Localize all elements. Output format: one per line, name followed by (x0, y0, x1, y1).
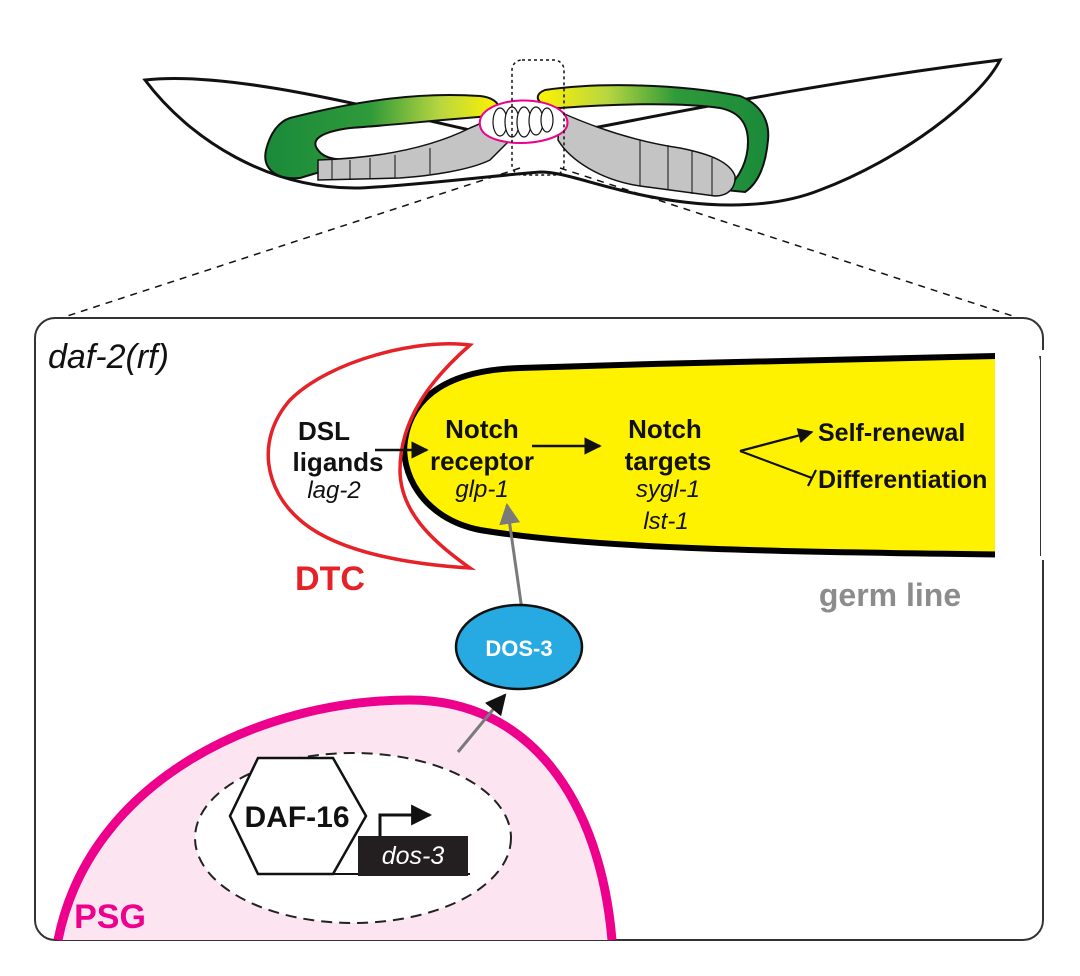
right-gonad-proximal (557, 110, 736, 197)
dos3-protein-label: DOS-3 (485, 636, 552, 661)
condition-label: daf-2(rf) (48, 338, 169, 376)
arrow-dos3-to-receptor (499, 502, 524, 611)
ligand-gene: lag-2 (307, 477, 360, 504)
psg-label: PSG (74, 898, 146, 936)
germline-tissue (404, 355, 1040, 555)
target-gene-2: lst-1 (643, 508, 688, 535)
dos3-gene-box (358, 836, 468, 876)
arrow-to-self-renewal (739, 428, 814, 453)
receptor-label-1: Notch (445, 414, 519, 444)
dtc-label: DTC (295, 560, 365, 598)
inhibit-bar (807, 469, 817, 487)
arrow-nucleus-to-dos3 (456, 693, 507, 753)
zoom-box (511, 59, 565, 176)
promoter-arrow (378, 804, 433, 836)
right-gonad-distal (536, 84, 770, 194)
targets-label-1: Notch (628, 414, 702, 444)
outcome-self-renewal: Self-renewal (818, 419, 965, 447)
dtc-cell (266, 341, 477, 571)
targets-label-2: targets (625, 446, 712, 476)
receptor-label-2: receptor (430, 446, 534, 476)
dos3-protein-oval (454, 603, 584, 691)
outcome-differentiation: Differentiation (818, 466, 987, 494)
worm-illustration (54, 58, 1026, 321)
inhibit-differentiation (739, 449, 813, 480)
psg-membrane (53, 695, 617, 941)
dos3-gene-label: dos-3 (382, 842, 445, 870)
daf16-label: DAF-16 (244, 801, 349, 834)
germline-label: germ line (819, 577, 961, 613)
target-gene-1: sygl-1 (636, 476, 700, 503)
ligand-label-2: ligands (292, 447, 383, 477)
receptor-gene: glp-1 (455, 476, 508, 503)
zoom-line-right (559, 167, 1026, 321)
germline-cut (995, 356, 1040, 556)
zoom-line-left (54, 167, 521, 321)
ligand-label-1: DSL (298, 416, 350, 446)
left-gonad-distal (264, 94, 500, 180)
